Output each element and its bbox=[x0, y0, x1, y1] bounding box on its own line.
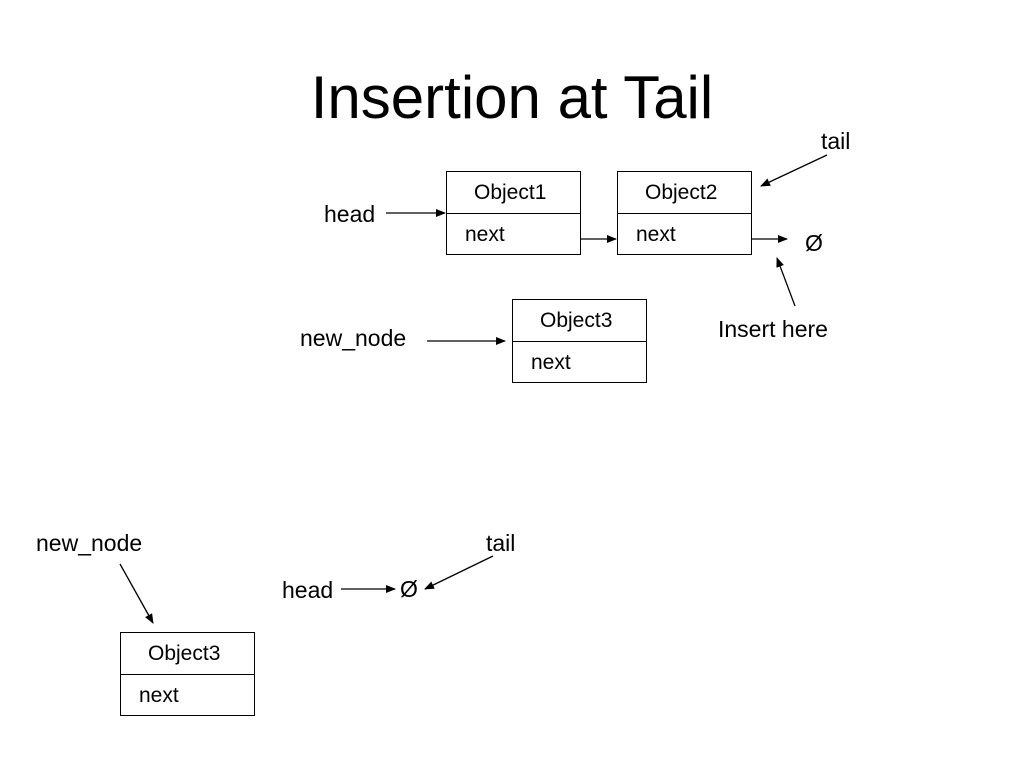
bottom-tail-arrow bbox=[424, 555, 494, 590]
node-next-field: next bbox=[531, 351, 571, 374]
insert-here-label: Insert here bbox=[718, 316, 828, 342]
bottom-new-node-label: new_node bbox=[36, 530, 143, 556]
tail-label: tail bbox=[821, 128, 851, 154]
node-next-field: next bbox=[139, 684, 179, 707]
bottom-new-node-arrow bbox=[119, 563, 154, 624]
page-title: Insertion at Tail bbox=[310, 64, 714, 131]
bottom-head-label: head bbox=[282, 577, 334, 603]
tail-arrow bbox=[760, 154, 828, 187]
node-object-label: Object1 bbox=[447, 172, 580, 214]
new-node-label: new_node bbox=[300, 325, 407, 351]
node-object-label: Object3 bbox=[121, 633, 254, 675]
head-label: head bbox=[324, 201, 376, 227]
bottom-node-object3: Object3 next bbox=[120, 632, 255, 716]
node-next-field: next bbox=[465, 223, 505, 246]
node-object1: Object1 next bbox=[446, 171, 581, 255]
null-symbol: Ø bbox=[805, 230, 823, 256]
bottom-null-symbol: Ø bbox=[400, 576, 418, 602]
node-next-field: next bbox=[636, 223, 676, 246]
node-object-label: Object2 bbox=[618, 172, 751, 214]
node-object-label: Object3 bbox=[513, 300, 646, 342]
node-object3: Object3 next bbox=[512, 299, 647, 383]
insert-here-arrow bbox=[776, 257, 796, 307]
bottom-tail-label: tail bbox=[486, 530, 516, 556]
node-object2: Object2 next bbox=[617, 171, 752, 255]
